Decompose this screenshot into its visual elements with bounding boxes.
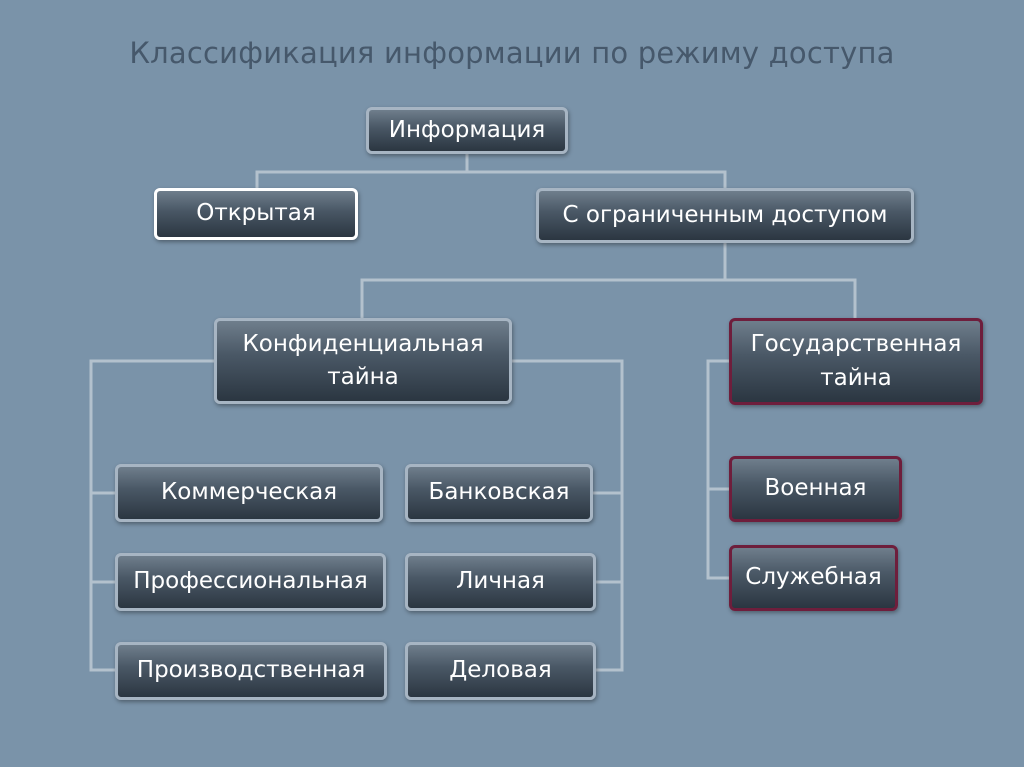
node-information: Информация	[366, 107, 568, 154]
node-confidential-label-2: тайна	[327, 364, 399, 390]
node-open: Открытая	[154, 188, 358, 240]
node-restricted: С ограниченным доступом	[536, 188, 914, 243]
node-confidential-label-1: Конфиденциальная	[242, 330, 484, 357]
connector-info	[255, 152, 469, 190]
node-production: Производственная	[115, 642, 387, 700]
node-official-label: Служебная	[745, 564, 882, 591]
node-personal-label: Личная	[456, 568, 545, 595]
node-official: Служебная	[729, 545, 898, 611]
connector-info-restricted	[467, 170, 727, 190]
node-business: Деловая	[405, 642, 596, 700]
node-military: Военная	[729, 456, 902, 522]
node-state-label-1: Государственная	[750, 331, 962, 358]
connector-restricted-state	[725, 278, 857, 320]
node-information-label: Информация	[388, 116, 546, 143]
node-commercial: Коммерческая	[115, 464, 383, 522]
node-confidential-secret: Конфиденциальная тайна	[214, 318, 512, 404]
node-production-label: Производственная	[136, 657, 366, 684]
node-business-label: Деловая	[449, 657, 552, 684]
connector-state	[706, 359, 732, 580]
node-banking: Банковская	[405, 464, 593, 522]
connector-restricted	[360, 242, 727, 320]
node-state-label-2: тайна	[820, 364, 892, 391]
node-military-label: Военная	[764, 475, 867, 502]
node-banking-label: Банковская	[428, 479, 570, 506]
connector-conf-left	[89, 359, 218, 672]
node-open-label: Открытая	[196, 200, 316, 227]
node-personal: Личная	[405, 553, 596, 611]
page-title: Классификация информации по режиму досту…	[129, 36, 895, 70]
node-state-secret: Государственная тайна	[729, 318, 983, 405]
connector-conf-right	[508, 359, 624, 672]
node-professional-label: Профессиональная	[133, 568, 368, 595]
node-commercial-label: Коммерческая	[160, 479, 338, 506]
node-professional: Профессиональная	[115, 553, 386, 611]
node-restricted-label: С ограниченным доступом	[562, 201, 888, 228]
